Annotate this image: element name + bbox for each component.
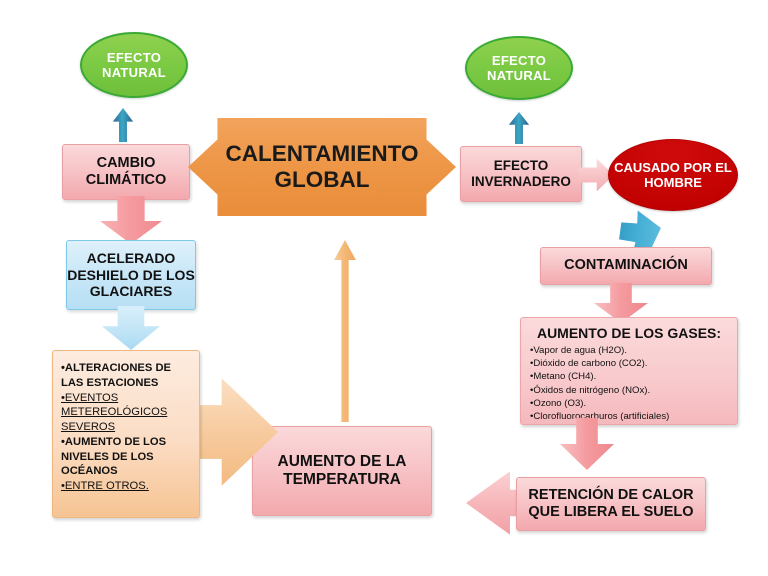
gases-list-item-2: •Dióxido de carbono (CO2).: [530, 358, 648, 370]
arrow-climate-to-glacier-icon: [100, 196, 162, 244]
gases-list-item-3: •Metano (CH4).: [530, 371, 597, 383]
box-aumento-temperatura[interactable]: AUMENTO DE LA TEMPERATURA: [252, 426, 432, 516]
oval-causado-por-el-hombre[interactable]: CAUSADO POR EL HOMBRE: [608, 139, 738, 211]
effects-bullet-list: •ALTERACIONES DE LAS ESTACIONES •EVENTOS…: [61, 361, 191, 494]
effects-list-item-1: •ALTERACIONES DE LAS ESTACIONES: [61, 362, 171, 389]
oval-efecto-natural-right-label: EFECTO NATURAL: [487, 52, 551, 83]
effects-list-item-2: •EVENTOS METEREOLÓGICOS SEVEROS: [61, 391, 168, 434]
oval-causado-por-el-hombre-label: CAUSADO POR EL HOMBRE: [614, 159, 732, 190]
box-acelerado-deshielo-label: ACELERADO DESHIELO DE LOS GLACIARES: [67, 250, 195, 300]
arrow-up-to-natural-left-icon: [112, 108, 134, 142]
gases-list-item-1: •Vapor de agua (H2O).: [530, 345, 628, 356]
box-efecto-invernadero-label: EFECTO INVERNADERO: [471, 158, 571, 189]
node-calentamiento-global-label: CALENTAMIENTO GLOBAL: [225, 141, 419, 192]
arrow-temperature-to-global-icon: [334, 240, 356, 422]
oval-efecto-natural-left[interactable]: EFECTO NATURAL: [80, 32, 188, 98]
box-cambio-climatico-label: CAMBIO CLIMÁTICO: [85, 154, 167, 188]
arrow-up-to-natural-right-icon: [508, 112, 530, 144]
box-retencion-de-calor[interactable]: RETENCIÓN DE CALOR QUE LIBERA EL SUELO: [516, 477, 706, 531]
effects-list-item-3: •AUMENTO DE LOS NIVELES DE LOS OCÉANOS: [61, 435, 167, 478]
box-retencion-de-calor-label: RETENCIÓN DE CALOR QUE LIBERA EL SUELO: [528, 486, 694, 520]
gases-list-item-6: •Clorofluorocarburos (artificiales): [530, 411, 670, 423]
box-cambio-climatico[interactable]: CAMBIO CLIMÁTICO: [62, 144, 190, 200]
arrow-glacier-to-effects-icon: [102, 306, 160, 350]
box-contaminacion-label: CONTAMINACIÓN: [564, 257, 688, 274]
node-calentamiento-global[interactable]: CALENTAMIENTO GLOBAL: [188, 118, 456, 216]
gases-list-title: AUMENTO DE LOS GASES:: [536, 325, 722, 341]
gases-list-item-5: •Ozono (O3).: [530, 397, 587, 409]
box-aumento-temperatura-label: AUMENTO DE LA TEMPERATURA: [277, 452, 407, 488]
arrow-gases-to-retention-icon: [560, 418, 614, 470]
effects-list-item-4: •ENTRE OTROS.: [61, 480, 149, 493]
box-contaminacion[interactable]: CONTAMINACIÓN: [540, 247, 712, 285]
oval-efecto-natural-left-label: EFECTO NATURAL: [102, 49, 166, 80]
box-gases-list[interactable]: AUMENTO DE LOS GASES: •Vapor de agua (H2…: [520, 317, 738, 425]
gases-list-item-4: •Óxidos de nitrógeno (NOx).: [530, 384, 651, 396]
oval-efecto-natural-right[interactable]: EFECTO NATURAL: [465, 36, 573, 100]
box-efecto-invernadero[interactable]: EFECTO INVERNADERO: [460, 146, 582, 202]
gases-bullet-list: •Vapor de agua (H2O). •Dióxido de carbon…: [530, 344, 728, 423]
box-acelerado-deshielo[interactable]: ACELERADO DESHIELO DE LOS GLACIARES: [66, 240, 196, 310]
box-effects-list[interactable]: •ALTERACIONES DE LAS ESTACIONES •EVENTOS…: [52, 350, 200, 518]
